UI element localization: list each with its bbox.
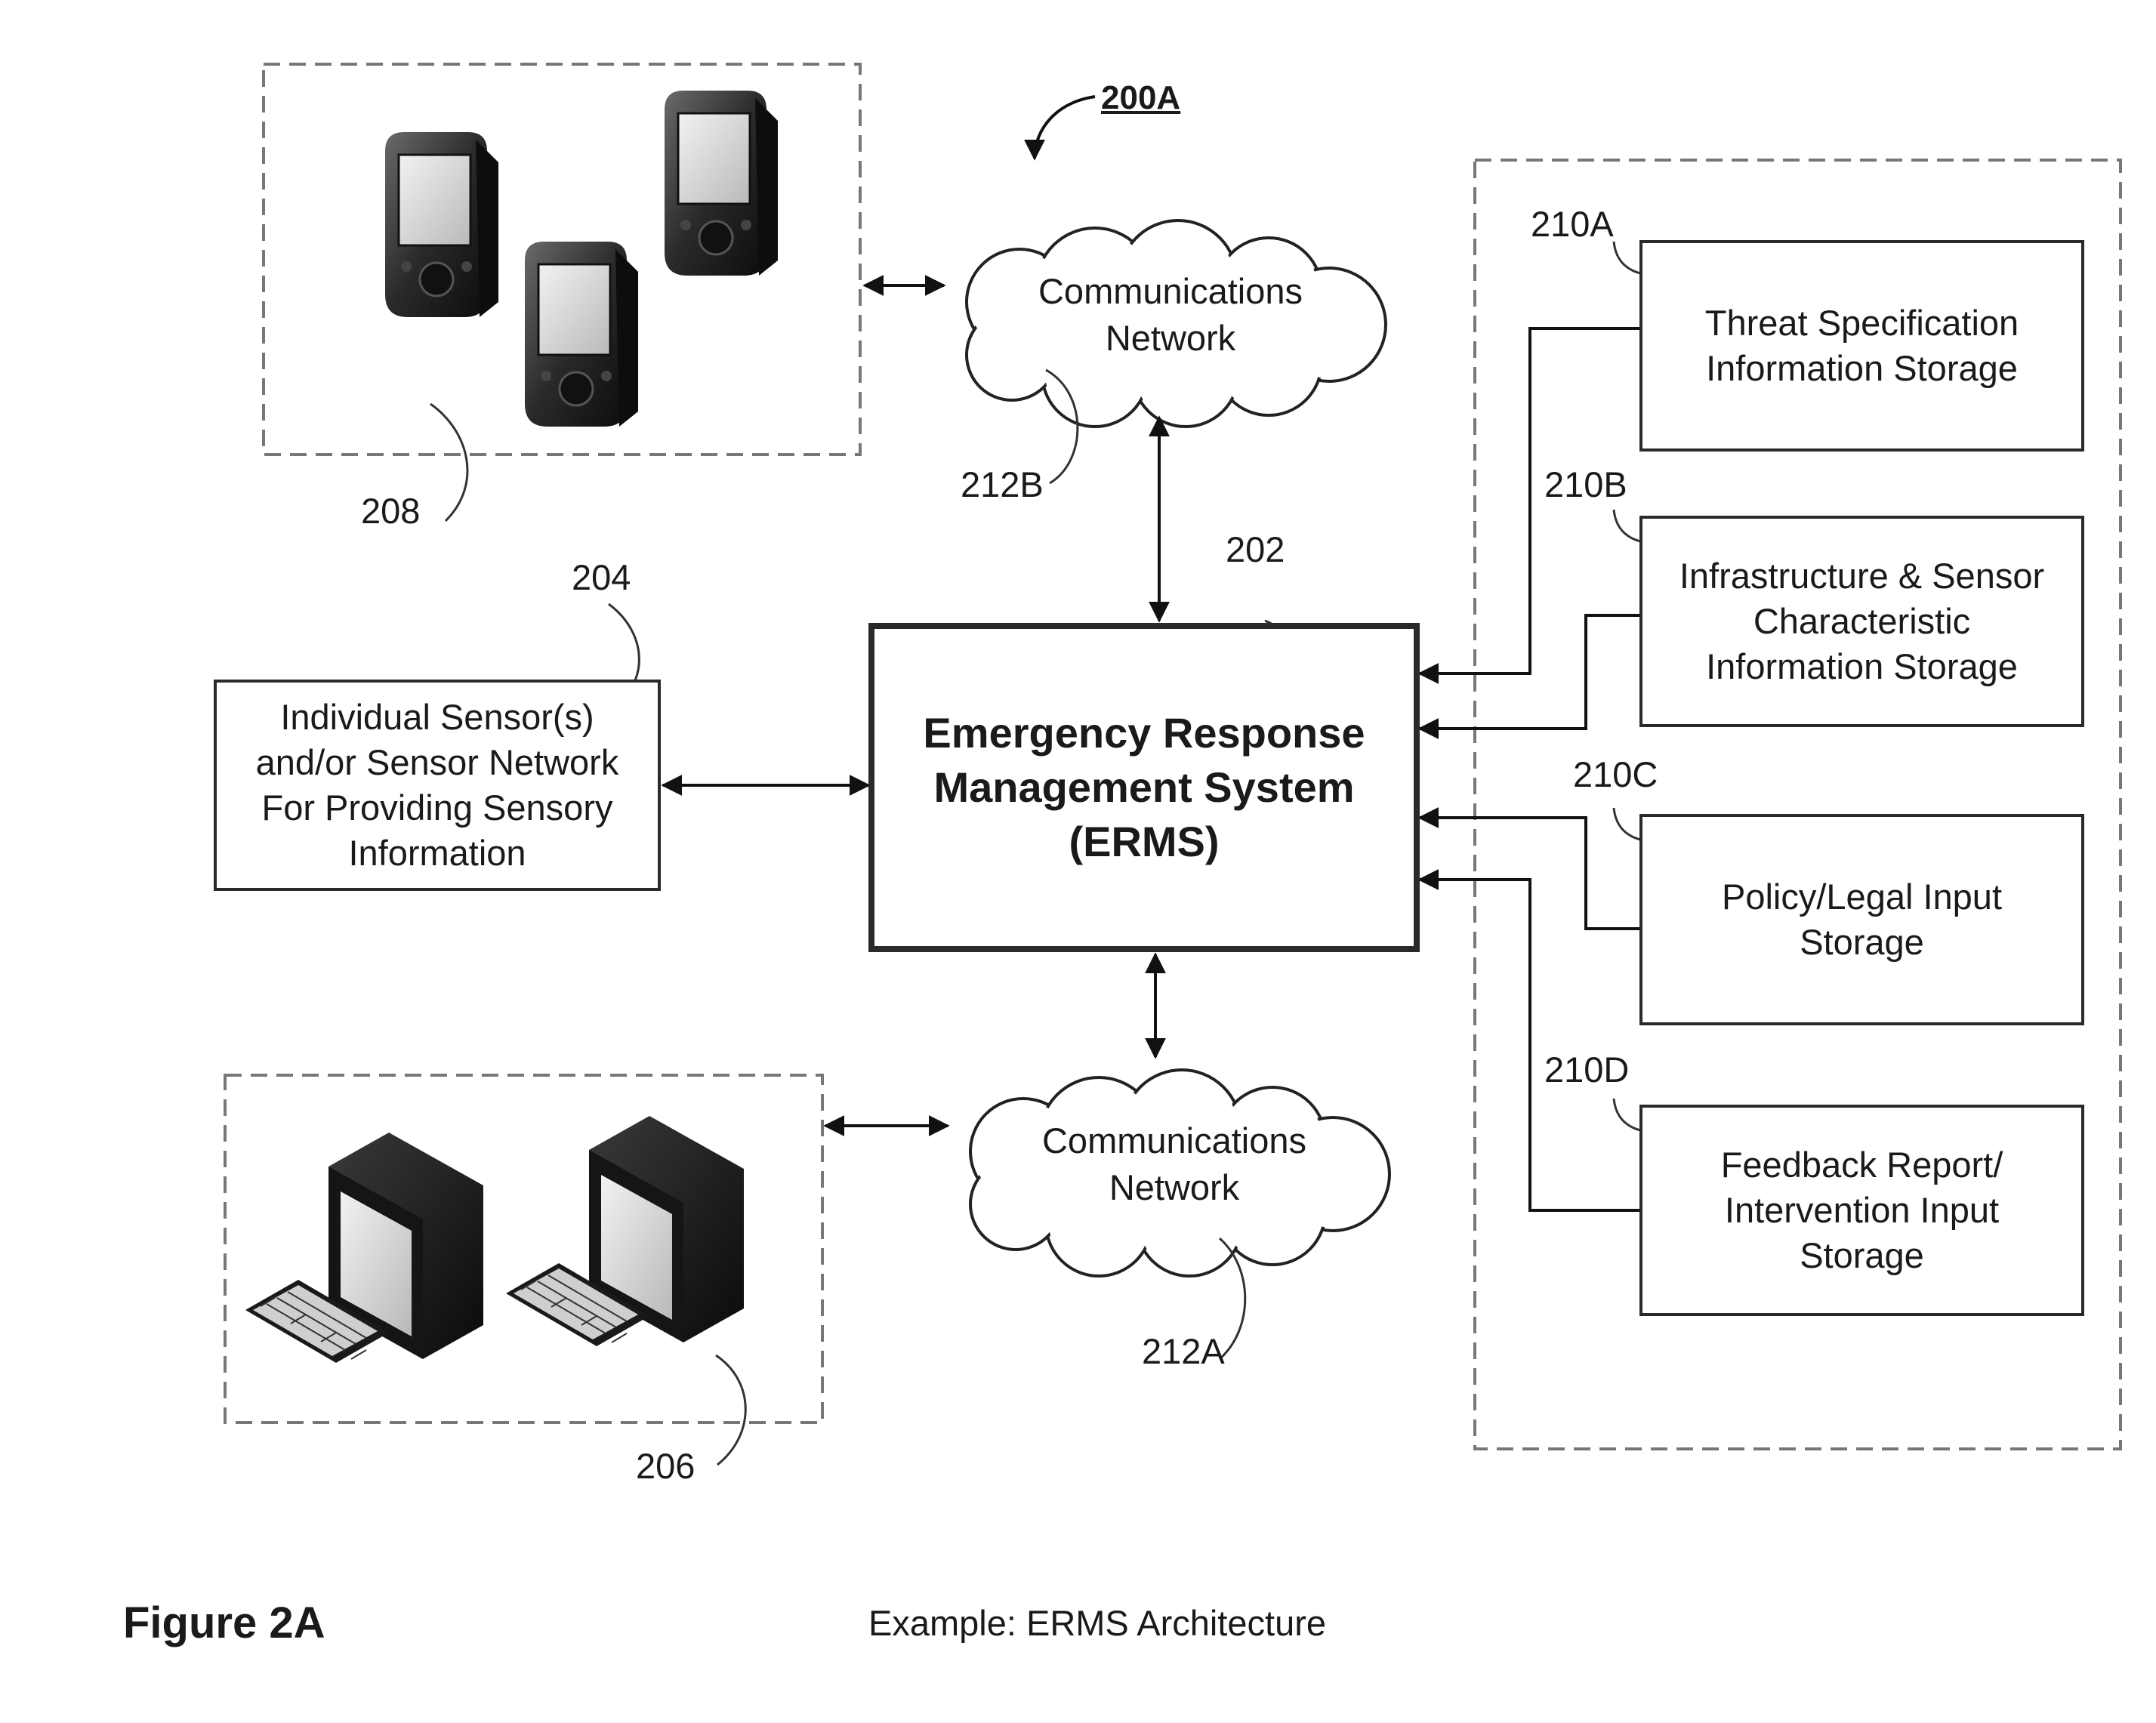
mobile-device-icon [385,132,498,317]
desktop-computer-icon [506,1116,744,1346]
storage-210d-line-3: Storage [1800,1233,1924,1278]
mobile-group-ref: 208 [361,489,420,534]
storage-box-210a: Threat Specification Information Storage [1639,240,2084,452]
cloud-top-ref: 212B [961,462,1044,507]
cloud-top-label: Communications Network [1012,268,1329,362]
storage-210b-line-3: Information Storage [1706,644,2018,689]
diagram-ref-label: 200A [1101,76,1180,121]
sensor-ref: 204 [572,555,631,600]
desktop-computer-icon [245,1133,483,1363]
figure-label: Figure 2A [123,1601,325,1646]
mobile-device-icon [525,242,638,427]
storage-210a-line-2: Information Storage [1706,346,2018,391]
storage-210a-ref: 210A [1531,202,1614,247]
sensor-line-1: Individual Sensor(s) [280,695,594,740]
storage-210b-ref: 210B [1544,462,1627,507]
cloud-bottom-line-1: Communications [1016,1117,1333,1164]
sensor-line-2: and/or Sensor Network [256,740,619,785]
cloud-bottom-line-2: Network [1016,1164,1333,1211]
storage-210d-ref: 210D [1544,1047,1629,1093]
sensor-box: Individual Sensor(s) and/or Sensor Netwo… [214,680,661,891]
storage-box-210d: Feedback Report/ Intervention Input Stor… [1639,1105,2084,1316]
cloud-top-line-1: Communications [1012,268,1329,315]
storage-box-210c: Policy/Legal Input Storage [1639,814,2084,1025]
storage-210b-line-1: Infrastructure & Sensor [1679,553,2044,599]
cloud-bottom-ref: 212A [1142,1329,1225,1374]
storage-210c-line-1: Policy/Legal Input [1722,874,2002,920]
mobile-device-icon [665,91,778,276]
erms-ref: 202 [1226,527,1285,572]
erms-line-2: Management System [933,760,1354,815]
storage-210a-line-1: Threat Specification [1705,301,2019,346]
storage-210c-line-2: Storage [1800,920,1924,965]
erms-box: Emergency Response Management System (ER… [868,623,1420,952]
sensor-line-3: For Providing Sensory [262,785,613,831]
leader-208 [430,404,467,521]
desktop-group-ref: 206 [636,1444,695,1489]
sensor-line-4: Information [348,831,526,876]
erms-line-1: Emergency Response [923,706,1365,760]
storage-box-210b: Infrastructure & Sensor Characteristic I… [1639,516,2084,727]
leader-200a [1035,97,1095,159]
storage-210d-line-2: Intervention Input [1725,1188,1999,1233]
cloud-top-line-2: Network [1012,315,1329,362]
erms-line-3: (ERMS) [1069,815,1219,869]
storage-210b-line-2: Characteristic [1753,599,1970,644]
storage-210c-ref: 210C [1573,752,1658,797]
leader-206 [716,1355,745,1465]
storage-210d-line-1: Feedback Report/ [1721,1142,2003,1188]
figure-caption: Example: ERMS Architecture [868,1601,1326,1646]
cloud-bottom-label: Communications Network [1016,1117,1333,1211]
